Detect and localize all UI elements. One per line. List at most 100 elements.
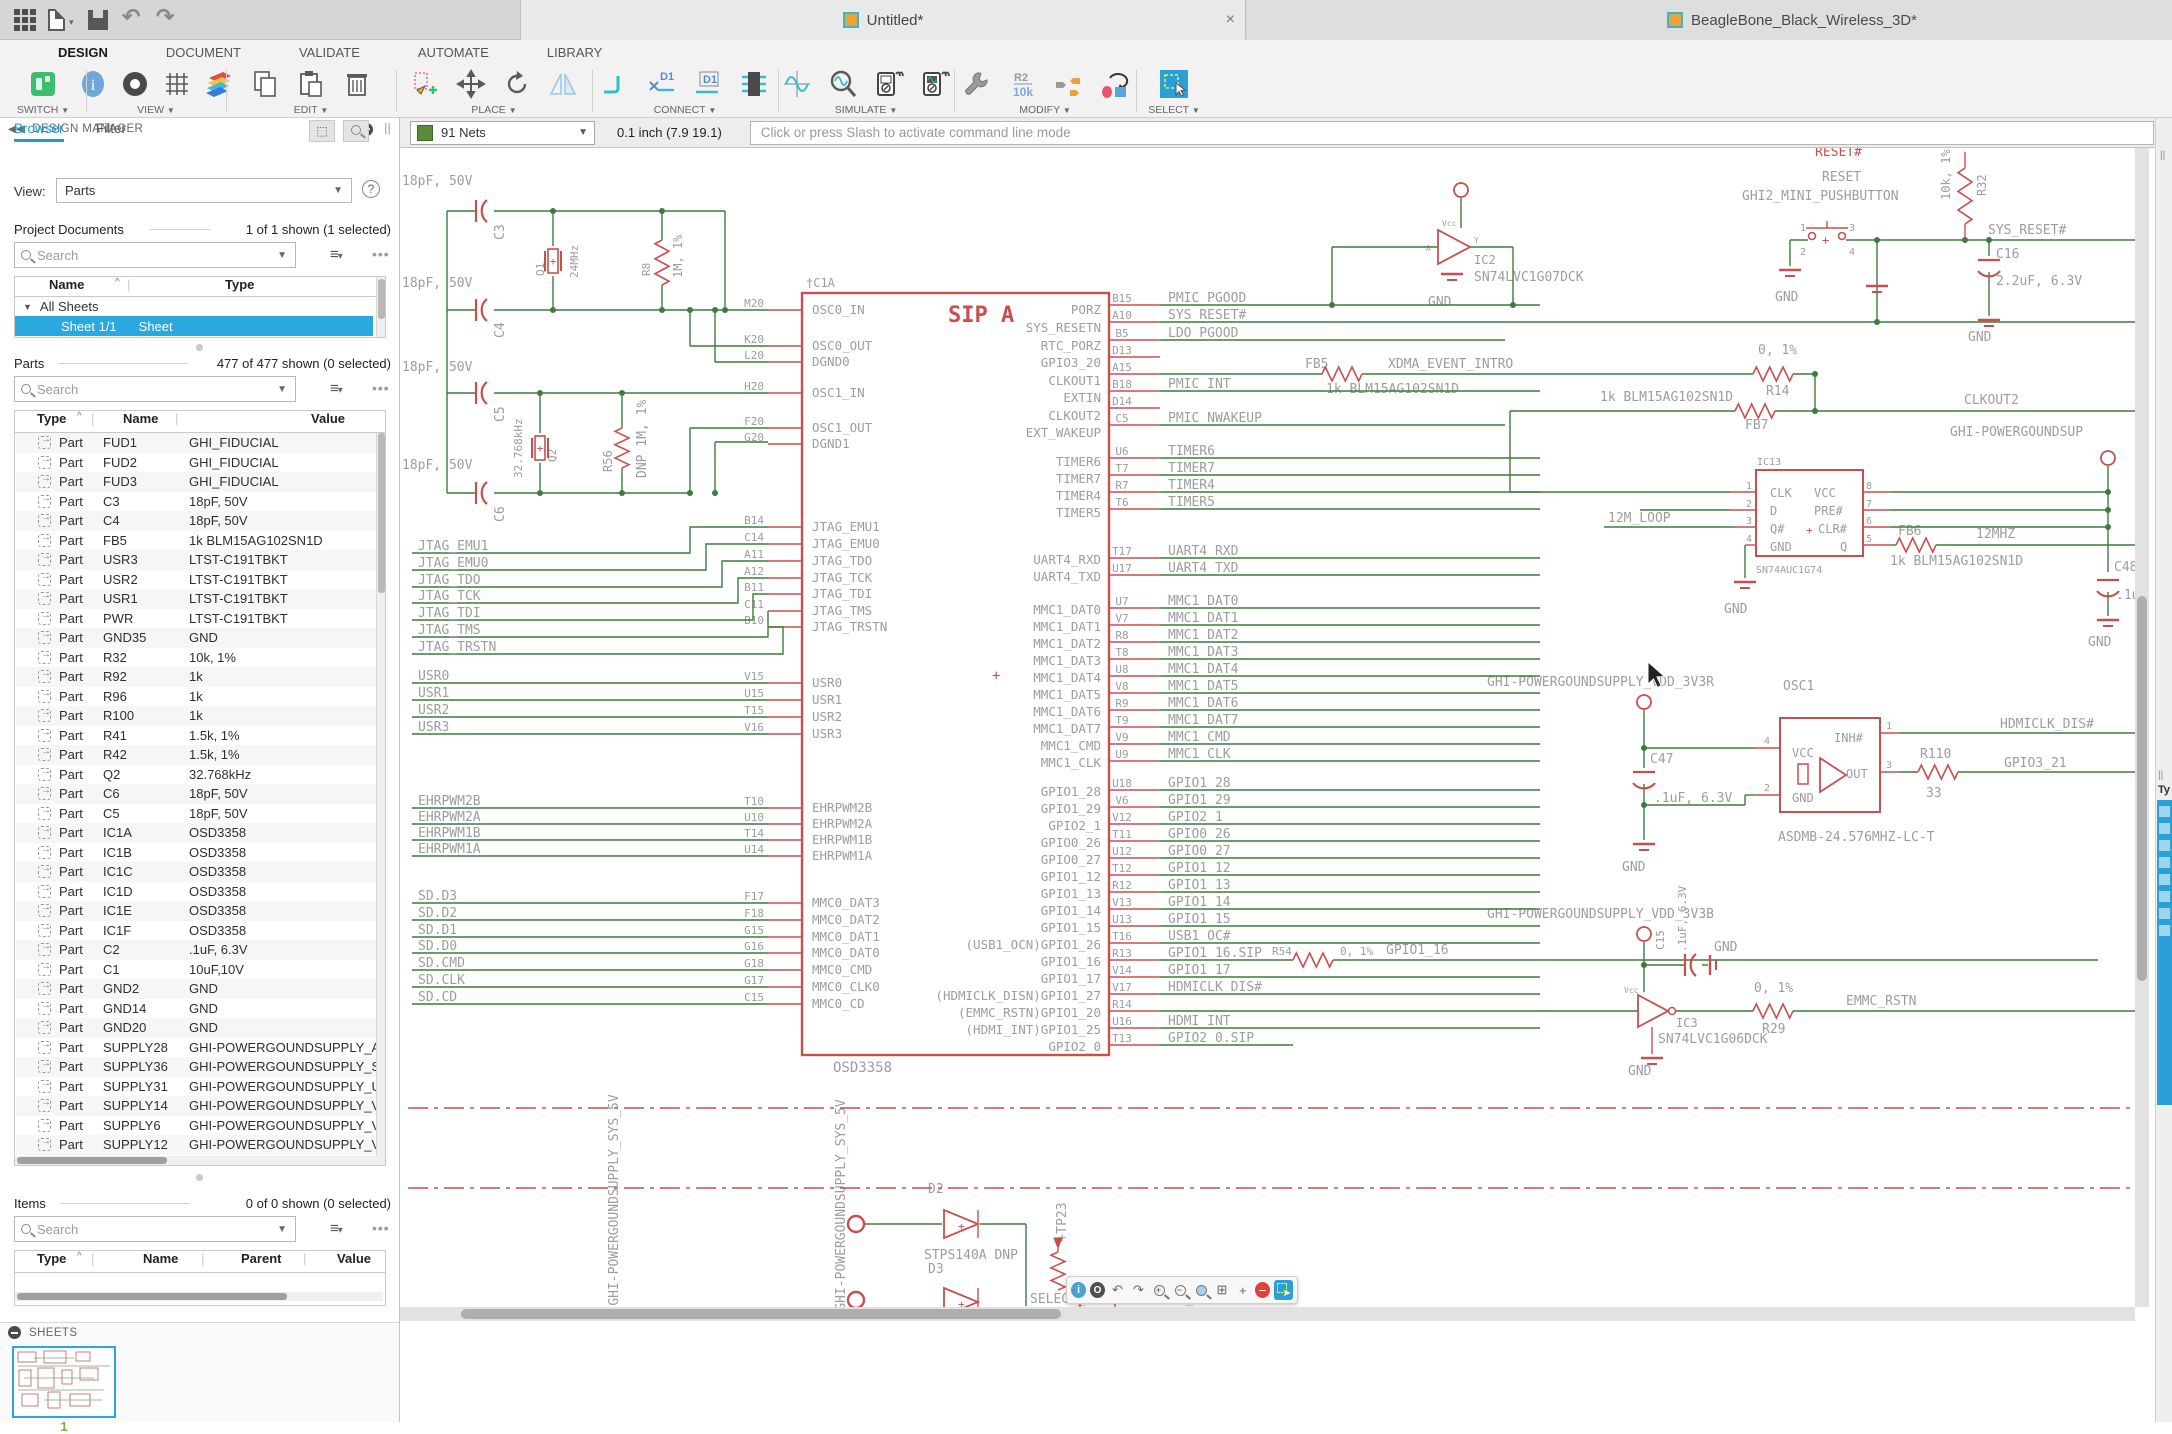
file-menu-button[interactable]: ▾ bbox=[48, 9, 74, 31]
tab-browser[interactable]: Browser bbox=[14, 121, 64, 142]
part-row-R32[interactable]: Part R32 10k, 1% bbox=[16, 648, 380, 668]
menu-document[interactable]: DOCUMENT bbox=[165, 44, 241, 60]
parts-vscrollbar[interactable] bbox=[376, 433, 385, 1165]
project-documents-search[interactable]: Search ▼ bbox=[14, 242, 296, 268]
right-doc-title[interactable]: BeagleBone_Black_Wireless_3D* bbox=[1691, 11, 1917, 29]
ribbon-group-label[interactable]: SWITCH ▼ bbox=[16, 104, 70, 116]
save-button[interactable] bbox=[88, 10, 108, 30]
canvas-hscrollbar[interactable] bbox=[400, 1307, 2135, 1321]
ribbon-group-label[interactable]: MODIFY ▼ bbox=[1019, 104, 1071, 116]
col-type[interactable]: Type bbox=[37, 1251, 67, 1266]
meter1-icon[interactable] bbox=[871, 67, 907, 101]
select-icon[interactable] bbox=[1156, 67, 1192, 101]
tree-expand-icon[interactable]: ▼ bbox=[23, 301, 32, 312]
more-options-icon[interactable]: ••• bbox=[372, 246, 390, 262]
panel-drag-handle[interactable]: || bbox=[384, 123, 391, 135]
wrench-icon[interactable] bbox=[958, 67, 994, 101]
origin-icon[interactable]: O bbox=[1090, 1282, 1106, 1298]
parts-hscrollbar[interactable] bbox=[15, 1156, 377, 1165]
part-row-C6[interactable]: Part C6 18pF, 50V bbox=[16, 784, 380, 804]
part-row-GND2[interactable]: Part GND2 GND bbox=[16, 979, 380, 999]
part-row-SUPPLY28[interactable]: Part SUPPLY28 GHI-POWERGOUNDSUPPLY_A bbox=[16, 1038, 380, 1058]
part-row-FUD3[interactable]: Part FUD3 GHI_FIDUCIAL bbox=[16, 472, 380, 492]
panel-drag-handle[interactable]: || bbox=[2160, 150, 2166, 161]
view-dropdown[interactable]: Parts ▼ bbox=[56, 178, 352, 203]
list-view-icon[interactable]: ≡▾ bbox=[330, 380, 343, 397]
col-value[interactable]: Value bbox=[337, 1251, 371, 1266]
part-row-Q2[interactable]: Part Q2 32.768kHz bbox=[16, 765, 380, 785]
bus-icon[interactable] bbox=[736, 67, 772, 101]
col-type[interactable]: Type bbox=[37, 411, 67, 426]
part-row-USR1[interactable]: Part USR1 LTST-C191TBKT bbox=[16, 589, 380, 609]
items-search[interactable]: Search ▼ bbox=[14, 1216, 296, 1242]
part-row-IC1B[interactable]: Part IC1B OSD3358 bbox=[16, 843, 380, 863]
col-name[interactable]: Name bbox=[49, 277, 85, 292]
canvas-vscrollbar[interactable] bbox=[2135, 148, 2149, 1307]
redo-button[interactable]: ↷ bbox=[156, 4, 175, 29]
part-row-IC1C[interactable]: Part IC1C OSD3358 bbox=[16, 862, 380, 882]
menu-automate[interactable]: AUTOMATE bbox=[417, 44, 489, 60]
zoom-disabled-button[interactable] bbox=[343, 120, 369, 142]
part-row-R100[interactable]: Part R100 1k bbox=[16, 706, 380, 726]
parts-search[interactable]: Search ▼ bbox=[14, 376, 296, 402]
part-row-FUD2[interactable]: Part FUD2 GHI_FIDUCIAL bbox=[16, 453, 380, 473]
part-row-R41[interactable]: Part R41 1.5k, 1% bbox=[16, 726, 380, 746]
menu-library[interactable]: LIBRARY bbox=[546, 44, 603, 60]
switch-icon[interactable] bbox=[25, 67, 61, 101]
ribbon-group-label[interactable]: VIEW ▼ bbox=[137, 104, 175, 116]
part-row-SUPPLY31[interactable]: Part SUPPLY31 GHI-POWERGOUNDSUPPLY_U bbox=[16, 1077, 380, 1097]
part-row-SUPPLY12[interactable]: Part SUPPLY12 GHI-POWERGOUNDSUPPLY_V bbox=[16, 1135, 380, 1155]
section-resize-handle[interactable] bbox=[196, 344, 203, 351]
layers-icon[interactable] bbox=[203, 67, 235, 101]
sheet-thumbnail[interactable] bbox=[12, 1346, 116, 1418]
tree-row-all-sheets[interactable]: ▼ All Sheets bbox=[15, 297, 385, 316]
tab-close-icon[interactable]: × bbox=[1225, 11, 1235, 28]
more-options-icon[interactable]: ••• bbox=[372, 1220, 390, 1236]
part-icon[interactable] bbox=[407, 67, 443, 101]
rotate-icon[interactable] bbox=[499, 67, 535, 101]
app-grid-icon[interactable] bbox=[14, 9, 36, 31]
trash-icon[interactable] bbox=[339, 67, 375, 101]
paste-icon[interactable] bbox=[293, 67, 329, 101]
col-type[interactable]: Type bbox=[225, 277, 255, 292]
document-tab[interactable]: Untitled* × bbox=[520, 0, 1246, 40]
part-row-C2[interactable]: Part C2 .1uF, 6.3V bbox=[16, 940, 380, 960]
part-row-SUPPLY36[interactable]: Part SUPPLY36 GHI-POWERGOUNDSUPPLY_S bbox=[16, 1057, 380, 1077]
part-row-SUPPLY14[interactable]: Part SUPPLY14 GHI-POWERGOUNDSUPPLY_V bbox=[16, 1096, 380, 1116]
part-row-R96[interactable]: Part R96 1k bbox=[16, 687, 380, 707]
part-row-R42[interactable]: Part R42 1.5k, 1% bbox=[16, 745, 380, 765]
part-row-IC1E[interactable]: Part IC1E OSD3358 bbox=[16, 901, 380, 921]
col-name[interactable]: Name bbox=[143, 1251, 179, 1266]
nets-dropdown[interactable]: 91 Nets ▼ bbox=[410, 120, 595, 145]
part-row-PWR[interactable]: Part PWR LTST-C191TBKT bbox=[16, 609, 380, 629]
part-row-SUPPLY6[interactable]: Part SUPPLY6 GHI-POWERGOUNDSUPPLY_V bbox=[16, 1116, 380, 1136]
items-hscrollbar[interactable] bbox=[15, 1292, 383, 1301]
col-name[interactable]: Name bbox=[123, 411, 159, 426]
info-icon[interactable]: i bbox=[77, 67, 109, 101]
sine-icon[interactable] bbox=[779, 67, 815, 101]
command-line-input[interactable]: Click or press Slash to activate command… bbox=[749, 120, 2154, 145]
part-row-R92[interactable]: Part R92 1k bbox=[16, 667, 380, 687]
select-tool-button[interactable]: ⬚ bbox=[309, 120, 335, 142]
part-row-GND14[interactable]: Part GND14 GND bbox=[16, 999, 380, 1019]
part-row-GND35[interactable]: Part GND35 GND bbox=[16, 628, 380, 648]
col-parent[interactable]: Parent bbox=[241, 1251, 282, 1266]
move-icon[interactable] bbox=[453, 67, 489, 101]
crosshair-icon[interactable]: + bbox=[1239, 1282, 1247, 1298]
menu-design[interactable]: DESIGN bbox=[58, 44, 108, 60]
replace-icon[interactable] bbox=[1096, 67, 1132, 101]
redo-icon[interactable]: ↷ bbox=[1132, 1282, 1144, 1297]
help-icon[interactable]: ? bbox=[362, 180, 380, 198]
grid-settings-icon[interactable]: ⊞ bbox=[1216, 1282, 1228, 1297]
part-row-IC1F[interactable]: Part IC1F OSD3358 bbox=[16, 921, 380, 941]
dark-icon[interactable] bbox=[119, 67, 151, 101]
zoom-out-icon[interactable]: − bbox=[1172, 1281, 1189, 1299]
part-row-USR3[interactable]: Part USR3 LTST-C191TBKT bbox=[16, 550, 380, 570]
ribbon-group-label[interactable]: CONNECT ▼ bbox=[653, 104, 717, 116]
grid-icon[interactable] bbox=[161, 67, 193, 101]
more-options-icon[interactable]: ••• bbox=[372, 380, 390, 396]
info-icon[interactable]: i bbox=[1071, 1282, 1087, 1298]
wire-icon[interactable] bbox=[598, 67, 634, 101]
part-row-IC1D[interactable]: Part IC1D OSD3358 bbox=[16, 882, 380, 902]
